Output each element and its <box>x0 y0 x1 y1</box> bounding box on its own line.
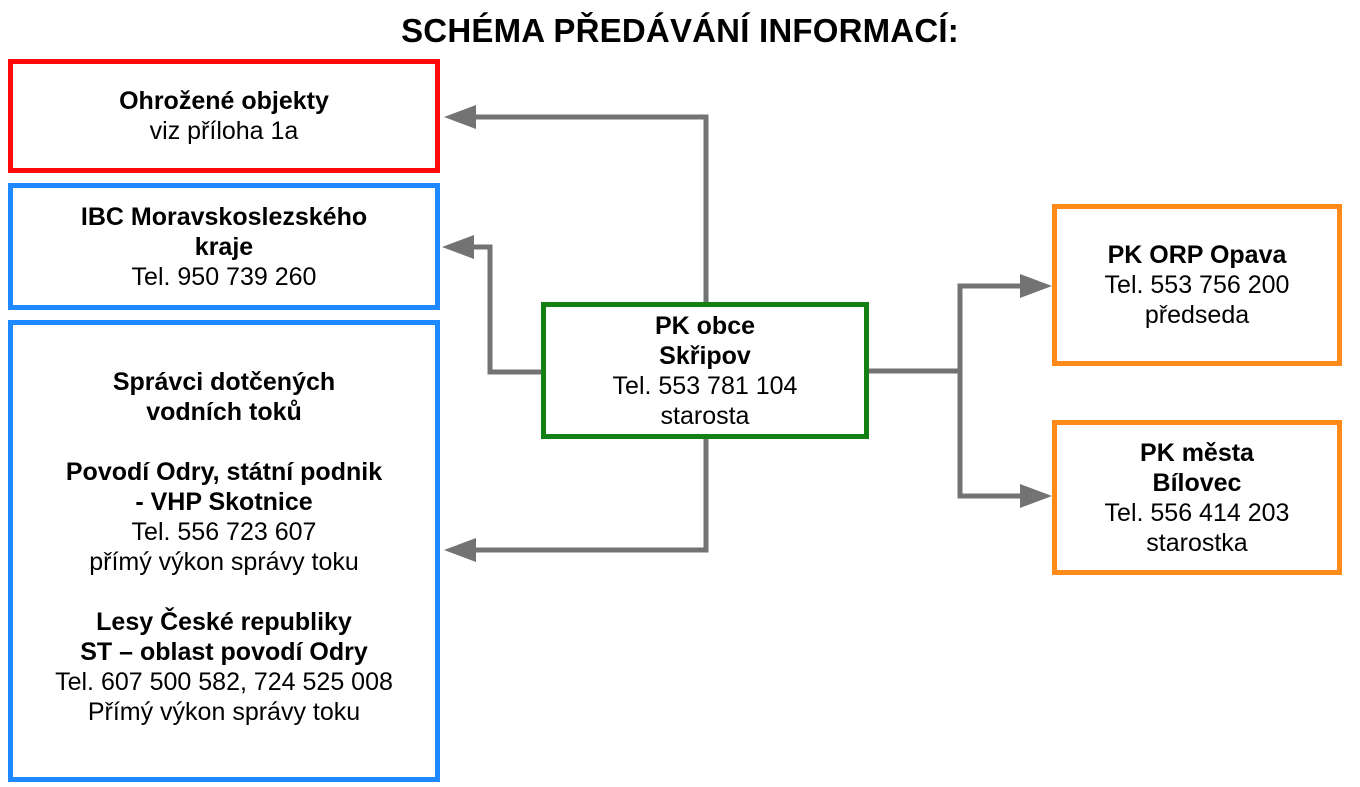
ibc-name-line1: IBC Moravskoslezského <box>80 202 368 231</box>
pk-orp-role: předseda <box>1144 301 1250 329</box>
box-pk-obce-skripov: PK obce Skřipov Tel. 553 781 104 starost… <box>541 302 869 439</box>
spravci-heading-line1: Správci dotčených <box>112 368 336 396</box>
lesy-name-line2: ST – oblast povodí Odry <box>80 638 368 666</box>
arrow-to-bilovec <box>957 371 1022 499</box>
arrowhead-ibc <box>442 235 474 259</box>
arrow-to-spravci <box>472 439 709 553</box>
lesy-role: Přímý výkon správy toku <box>87 698 361 726</box>
lesy-name-line1: Lesy České republiky <box>96 608 352 636</box>
povodi-name-line1: Povodí Odry, státní podnik <box>65 458 383 486</box>
pk-obce-line2: Skřipov <box>659 341 751 370</box>
box-ohrozene-objekty: Ohrožené objekty viz příloha 1a <box>8 59 440 173</box>
pk-bilovec-phone: Tel. 556 414 203 <box>1104 498 1290 527</box>
pk-orp-line1: PK ORP Opava <box>1107 241 1287 269</box>
pk-bilovec-line2: Bílovec <box>1152 468 1242 497</box>
pk-obce-phone: Tel. 553 781 104 <box>612 371 798 400</box>
arrowhead-ohrozene <box>444 105 476 129</box>
arrow-to-ibc <box>470 244 541 375</box>
box-ibc-kraje: IBC Moravskoslezského kraje Tel. 950 739… <box>8 183 440 310</box>
povodi-name-line2: - VHP Skotnice <box>135 488 313 516</box>
arrowhead-spravci <box>444 538 476 562</box>
arrowhead-bilovec <box>1020 484 1052 508</box>
ibc-phone: Tel. 950 739 260 <box>131 262 317 291</box>
arrowhead-orp <box>1020 274 1052 298</box>
ohrozene-name: Ohrožené objekty <box>119 87 329 115</box>
pk-orp-phone: Tel. 553 756 200 <box>1104 271 1290 299</box>
lesy-phone: Tel. 607 500 582, 724 525 008 <box>55 668 393 696</box>
arrow-to-ohrozene <box>472 114 709 302</box>
ohrozene-detail: viz příloha 1a <box>149 117 299 145</box>
povodi-phone: Tel. 556 723 607 <box>131 518 317 546</box>
arrow-to-orp <box>957 283 1022 371</box>
diagram-title: SCHÉMA PŘEDÁVÁNÍ INFORMACÍ: <box>401 12 959 49</box>
pk-bilovec-line1: PK města <box>1140 438 1254 467</box>
povodi-role: přímý výkon správy toku <box>89 548 359 576</box>
box-pk-mesta-bilovec: PK města Bílovec Tel. 556 414 203 staros… <box>1052 420 1342 575</box>
box-pk-orp-opava: PK ORP Opava Tel. 553 756 200 předseda <box>1052 204 1342 366</box>
ibc-name-line2: kraje <box>194 232 254 261</box>
spravci-heading-line2: vodních toků <box>146 398 302 426</box>
box-spravci-toku: Správci dotčených vodních toků Povodí Od… <box>8 320 440 782</box>
pk-bilovec-role: starostka <box>1146 528 1248 557</box>
pk-obce-line1: PK obce <box>654 311 756 340</box>
pk-obce-role: starosta <box>660 401 750 430</box>
